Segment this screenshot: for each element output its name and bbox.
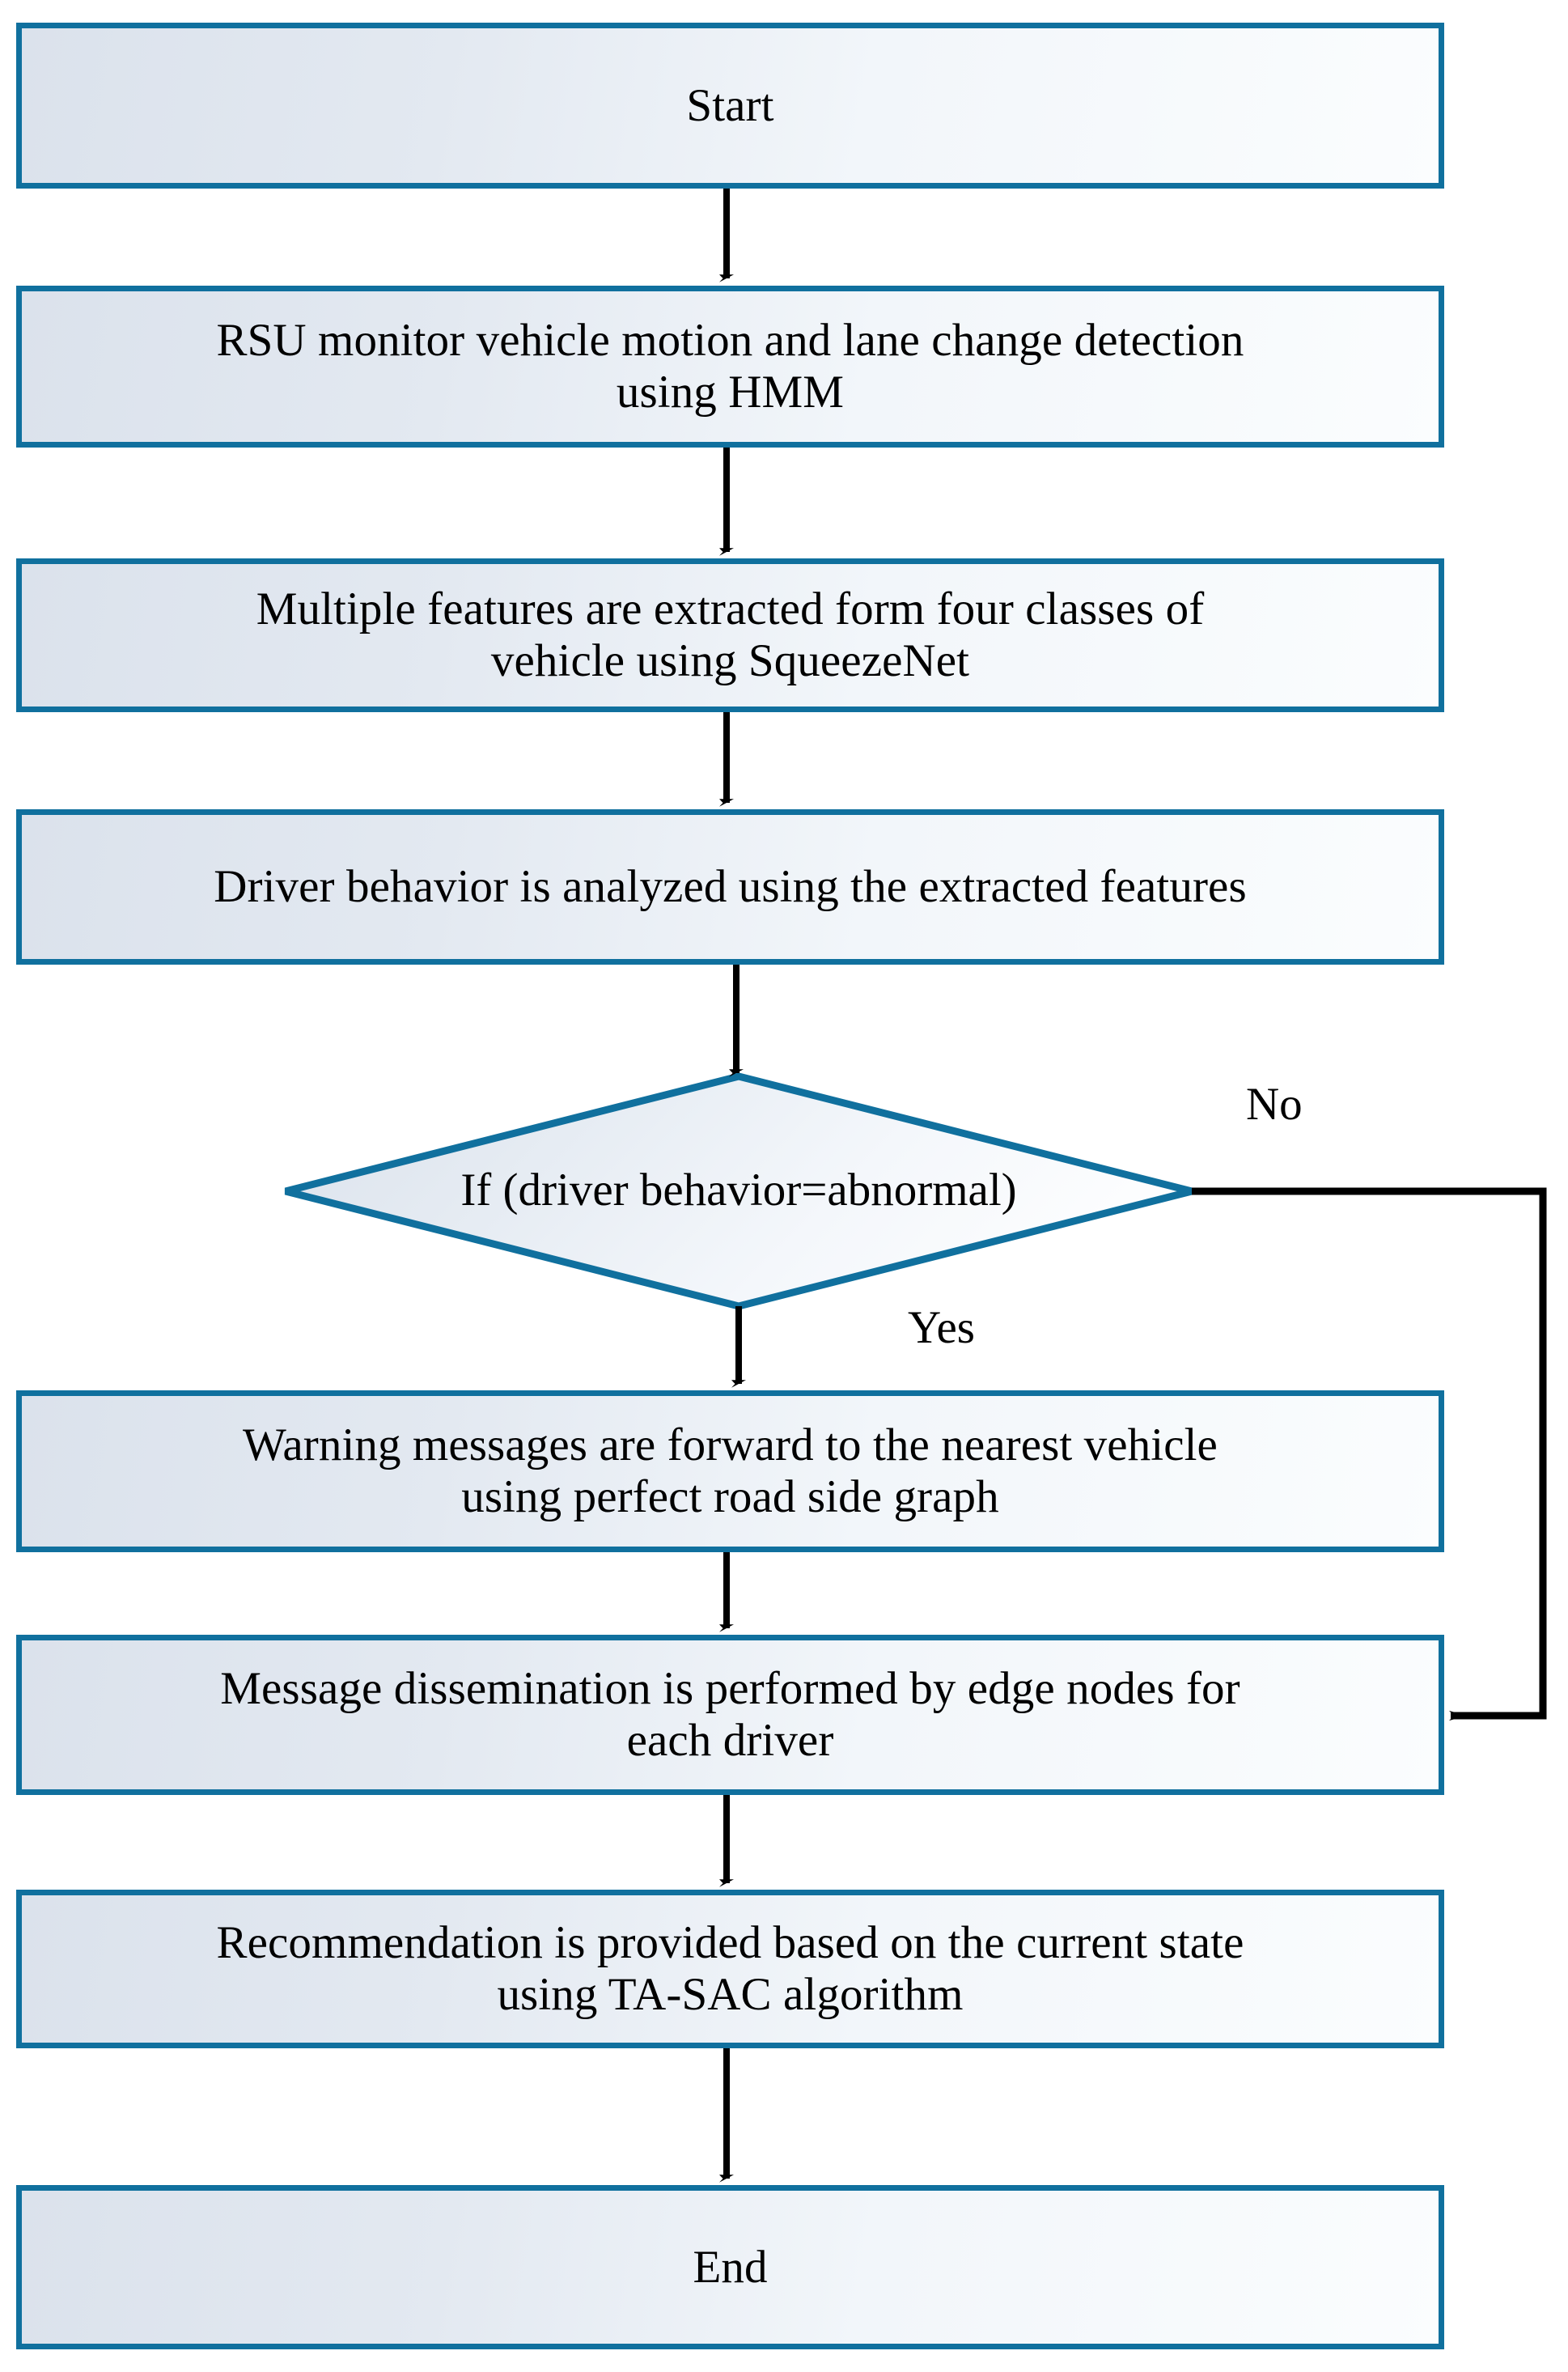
node-rsu-monitor-label: RSU monitor vehicle motion and lane chan… — [216, 315, 1244, 418]
node-recommendation[interactable]: Recommendation is provided based on the … — [16, 1890, 1444, 2048]
node-rsu-monitor[interactable]: RSU monitor vehicle motion and lane chan… — [16, 286, 1444, 448]
connector-decision-no-to-dissemination — [1192, 1187, 1547, 1721]
node-recommendation-label: Recommendation is provided based on the … — [216, 1917, 1244, 2020]
edge-label-yes: Yes — [908, 1302, 975, 1353]
node-warning-messages[interactable]: Warning messages are forward to the near… — [16, 1390, 1444, 1552]
node-message-dissemination-label: Message dissemination is performed by ed… — [220, 1663, 1240, 1766]
node-end-label: End — [693, 2241, 768, 2293]
node-end[interactable]: End — [16, 2185, 1444, 2349]
node-behavior-analysis-label: Driver behavior is analyzed using the ex… — [214, 861, 1247, 913]
node-feature-extraction-label: Multiple features are extracted form fou… — [256, 583, 1205, 686]
node-decision-abnormal-label: If (driver behavior=abnormal) — [460, 1165, 1017, 1216]
node-start-label: Start — [686, 79, 774, 131]
edge-label-no: No — [1246, 1079, 1303, 1130]
node-message-dissemination[interactable]: Message dissemination is performed by ed… — [16, 1635, 1444, 1795]
node-behavior-analysis[interactable]: Driver behavior is analyzed using the ex… — [16, 809, 1444, 965]
node-warning-messages-label: Warning messages are forward to the near… — [243, 1419, 1218, 1522]
node-feature-extraction[interactable]: Multiple features are extracted form fou… — [16, 558, 1444, 712]
node-start[interactable]: Start — [16, 23, 1444, 189]
